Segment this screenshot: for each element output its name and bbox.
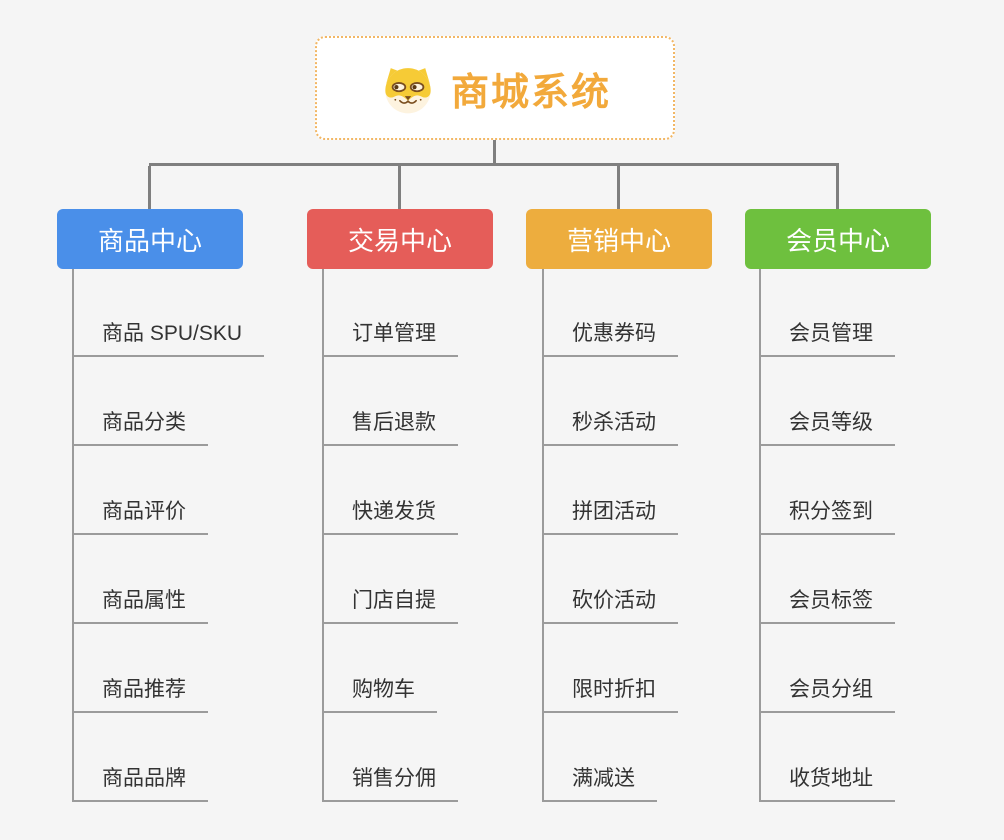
connector-drop-trade bbox=[398, 166, 401, 209]
leaf-node[interactable]: 商品评价 bbox=[72, 498, 208, 535]
leaf-node[interactable]: 快递发货 bbox=[322, 498, 458, 535]
leaf-node[interactable]: 商品分类 bbox=[72, 409, 208, 446]
leaf-node[interactable]: 商品属性 bbox=[72, 587, 208, 624]
leaf-node[interactable]: 秒杀活动 bbox=[542, 409, 678, 446]
leaf-node[interactable]: 拼团活动 bbox=[542, 498, 678, 535]
leaf-node[interactable]: 会员等级 bbox=[759, 409, 895, 446]
leaf-node[interactable]: 商品推荐 bbox=[72, 676, 208, 713]
leaf-node[interactable]: 会员标签 bbox=[759, 587, 895, 624]
leaf-node[interactable]: 购物车 bbox=[322, 676, 437, 713]
leaf-node[interactable]: 会员管理 bbox=[759, 320, 895, 357]
root-title: 商城系统 bbox=[450, 71, 611, 114]
leaf-node[interactable]: 满减送 bbox=[542, 765, 657, 802]
leaf-node[interactable]: 会员分组 bbox=[759, 676, 895, 713]
branch-node-products[interactable]: 商品中心 bbox=[57, 209, 243, 269]
trunk-line-marketing bbox=[542, 269, 544, 802]
trunk-line-members bbox=[759, 269, 761, 802]
shiba-dog-icon bbox=[385, 68, 431, 114]
leaf-node[interactable]: 销售分佣 bbox=[322, 765, 458, 802]
branch-node-marketing[interactable]: 营销中心 bbox=[526, 209, 712, 269]
branch-node-members[interactable]: 会员中心 bbox=[745, 209, 931, 269]
leaf-node[interactable]: 砍价活动 bbox=[542, 587, 678, 624]
leaf-node[interactable]: 限时折扣 bbox=[542, 676, 678, 713]
root-node[interactable]: 商城系统 bbox=[315, 36, 675, 140]
leaf-node[interactable]: 门店自提 bbox=[322, 587, 458, 624]
branch-node-trade[interactable]: 交易中心 bbox=[307, 209, 493, 269]
connector-drop-products bbox=[148, 166, 151, 209]
leaf-node[interactable]: 订单管理 bbox=[322, 320, 458, 357]
connector-drop-marketing bbox=[617, 166, 620, 209]
connector-horizontal-bar bbox=[149, 163, 839, 166]
leaf-node[interactable]: 商品 SPU/SKU bbox=[72, 320, 265, 357]
connector-drop-members bbox=[836, 166, 839, 209]
connector-root-stub bbox=[493, 140, 496, 164]
trunk-line-products bbox=[72, 269, 74, 802]
leaf-node[interactable]: 收货地址 bbox=[759, 765, 895, 802]
trunk-line-trade bbox=[322, 269, 324, 802]
leaf-node[interactable]: 优惠券码 bbox=[542, 320, 678, 357]
leaf-node[interactable]: 售后退款 bbox=[322, 409, 458, 446]
leaf-node[interactable]: 商品品牌 bbox=[72, 765, 208, 802]
leaf-node[interactable]: 积分签到 bbox=[759, 498, 895, 535]
